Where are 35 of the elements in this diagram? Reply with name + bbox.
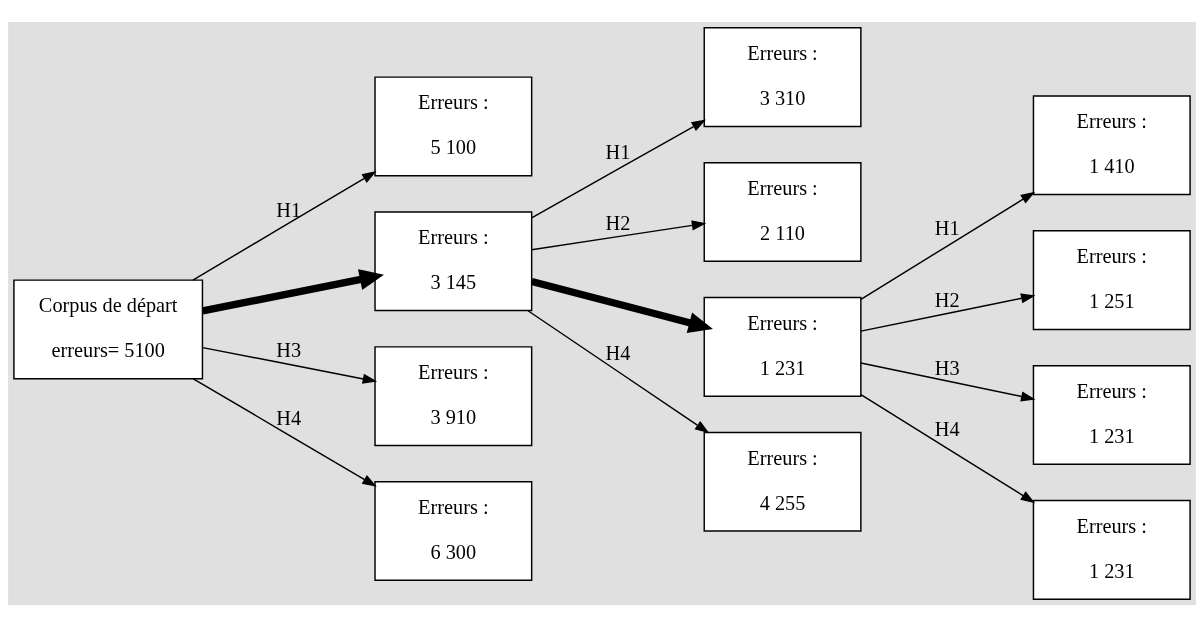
edge-label: H3 <box>276 338 302 361</box>
node-box: Erreurs : 2 110 <box>703 161 862 262</box>
node-box: Erreurs : 4 255 <box>703 431 862 532</box>
arrow <box>860 191 1036 300</box>
node-box: Erreurs : 3 910 <box>374 345 533 446</box>
node-box: Erreurs : 1 410 <box>1032 94 1191 195</box>
arrow <box>531 219 707 250</box>
arrow <box>860 292 1036 332</box>
arrow <box>860 361 1036 401</box>
node-box: Erreurs : 5 100 <box>374 75 533 176</box>
edge-label: H4 <box>934 417 960 440</box>
node-box: Erreurs : 1 231 <box>1032 499 1191 600</box>
node-box: Erreurs : 6 300 <box>374 480 533 581</box>
arrow <box>531 119 707 219</box>
node-box: Corpus de départ erreurs= 5100 <box>13 278 204 379</box>
node-box: Erreurs : 3 145 <box>374 210 533 311</box>
arrow <box>192 170 377 281</box>
edge-label: H4 <box>276 406 302 429</box>
edge-label: H2 <box>605 211 631 234</box>
edge-label: H1 <box>934 216 960 239</box>
arrow <box>202 268 384 314</box>
node-box: Erreurs : 1 231 <box>1032 364 1191 465</box>
arrow <box>527 309 710 433</box>
node-box: Erreurs : 1 231 <box>703 296 862 397</box>
arrow <box>192 377 377 487</box>
edge-label: H1 <box>276 198 302 221</box>
arrow <box>202 346 378 384</box>
node-box: Erreurs : 3 310 <box>703 26 862 127</box>
edge-label: H3 <box>934 356 960 379</box>
node-box: Erreurs : 1 251 <box>1032 229 1191 330</box>
edge-label: H2 <box>934 288 960 311</box>
edge-label: H4 <box>605 341 631 364</box>
edge-label: H1 <box>605 140 631 163</box>
arrow <box>530 277 713 333</box>
arrow <box>860 393 1036 503</box>
